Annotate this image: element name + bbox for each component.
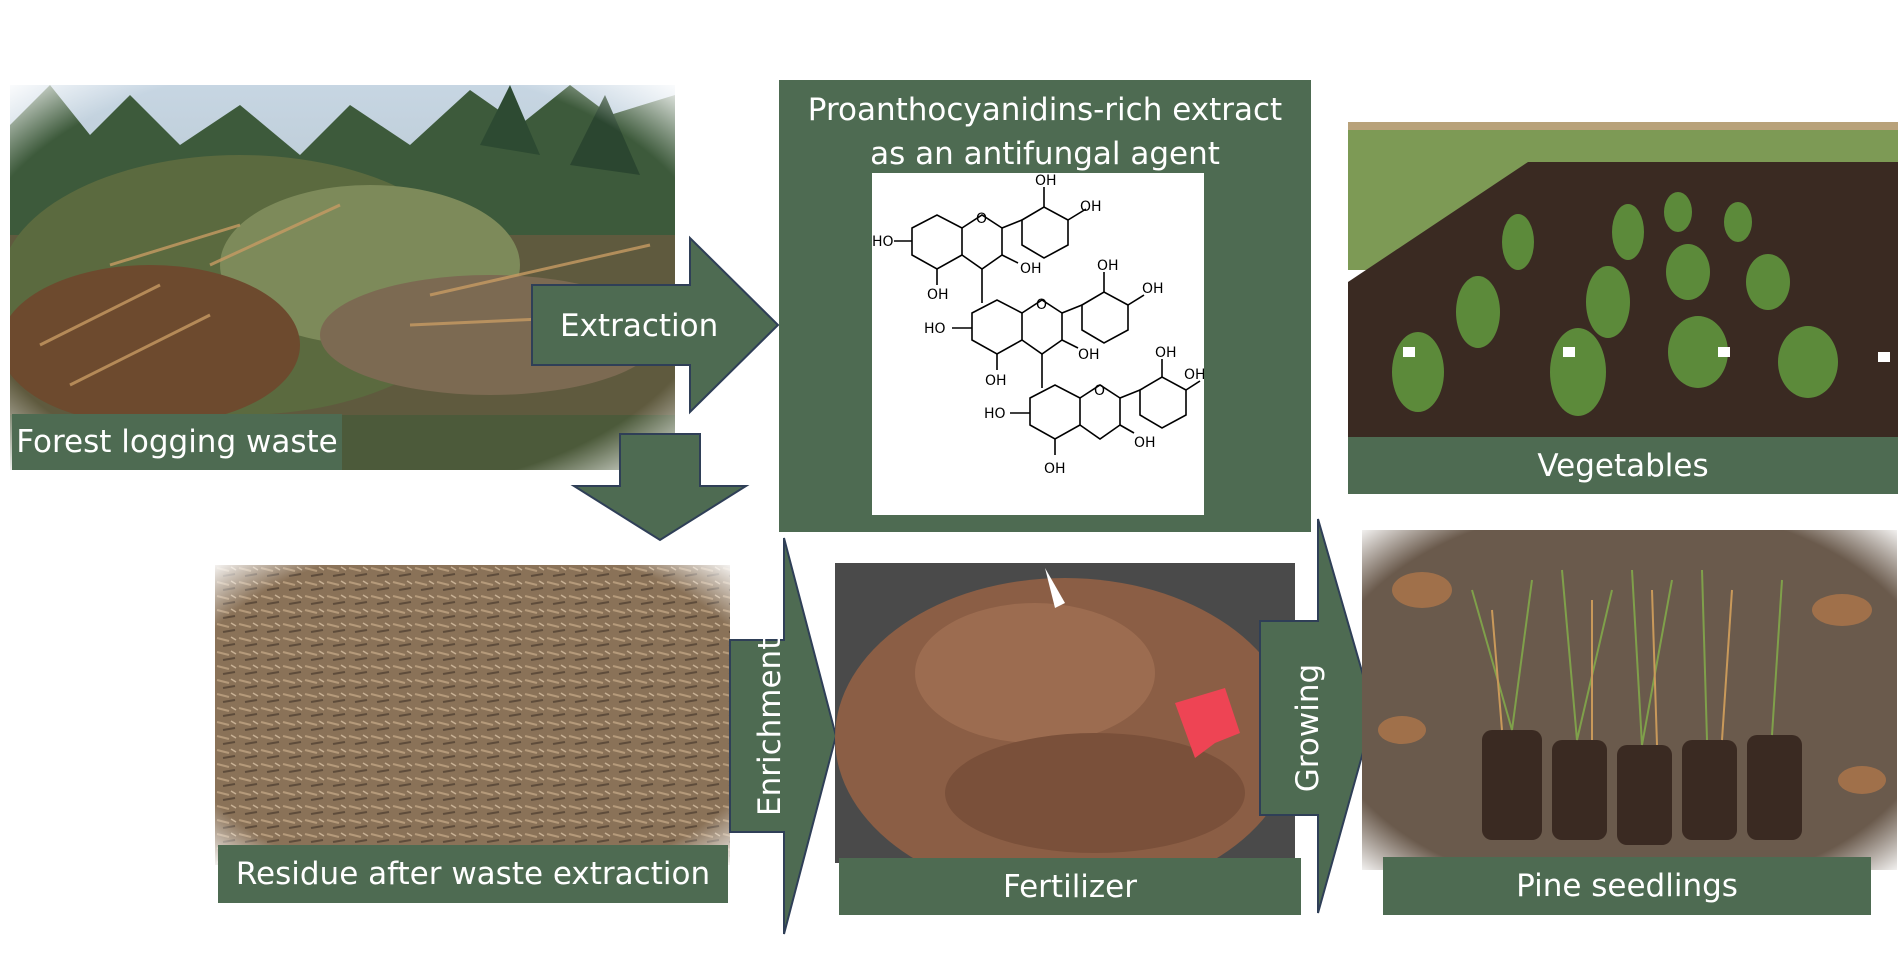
pine-seedlings-image	[1362, 530, 1897, 870]
ho-2: HO	[924, 321, 946, 337]
oh-7: OH	[1078, 347, 1100, 363]
residue-image	[215, 565, 730, 865]
oh-4: OH	[927, 287, 949, 303]
o-1: O	[976, 211, 987, 227]
fertilizer-image	[835, 563, 1295, 863]
ho-3: HO	[984, 406, 1006, 422]
vegetables-photo	[1348, 122, 1898, 438]
enrichment-label: Enrichment	[752, 637, 788, 816]
extract-title-line2: as an antifungal agent	[870, 136, 1220, 172]
oh-5: OH	[1097, 258, 1119, 274]
vegetables-label: Vegetables	[1348, 437, 1898, 494]
down-arrow-icon	[570, 433, 750, 542]
extract-title-line1: Proanthocyanidins-rich extract	[807, 92, 1283, 128]
oh-12: OH	[1044, 461, 1066, 477]
forest-waste-label: Forest logging waste	[12, 414, 342, 470]
extraction-arrow-icon	[531, 235, 780, 415]
pine-seedlings-photo	[1362, 530, 1897, 870]
oh-11: OH	[1134, 435, 1156, 451]
oh-6: OH	[1142, 281, 1164, 297]
extract-title: Proanthocyanidins-rich extract as an ant…	[779, 88, 1311, 176]
ho-1: HO	[872, 234, 894, 250]
oh-3: OH	[1020, 261, 1042, 277]
proanthocyanidin-structure: OH OH HO O OH OH OH OH HO O OH OH OH OH …	[872, 173, 1204, 515]
fertilizer-photo	[835, 563, 1295, 863]
oh-1: OH	[1035, 173, 1057, 189]
oh-8: OH	[985, 373, 1007, 389]
growing-label: Growing	[1290, 663, 1326, 793]
pine-seedlings-label: Pine seedlings	[1383, 857, 1871, 915]
fertilizer-label: Fertilizer	[839, 858, 1301, 915]
oh-10: OH	[1184, 367, 1204, 383]
growing-arrow-icon	[1259, 518, 1376, 914]
vegetables-image	[1348, 122, 1898, 438]
residue-label: Residue after waste extraction	[218, 845, 728, 903]
o-3: O	[1094, 383, 1105, 399]
oh-9: OH	[1155, 345, 1177, 361]
extraction-label: Extraction	[560, 308, 719, 344]
residue-photo	[215, 565, 730, 865]
oh-2: OH	[1080, 199, 1102, 215]
enrichment-arrow-icon	[729, 537, 838, 935]
o-2: O	[1036, 297, 1047, 313]
